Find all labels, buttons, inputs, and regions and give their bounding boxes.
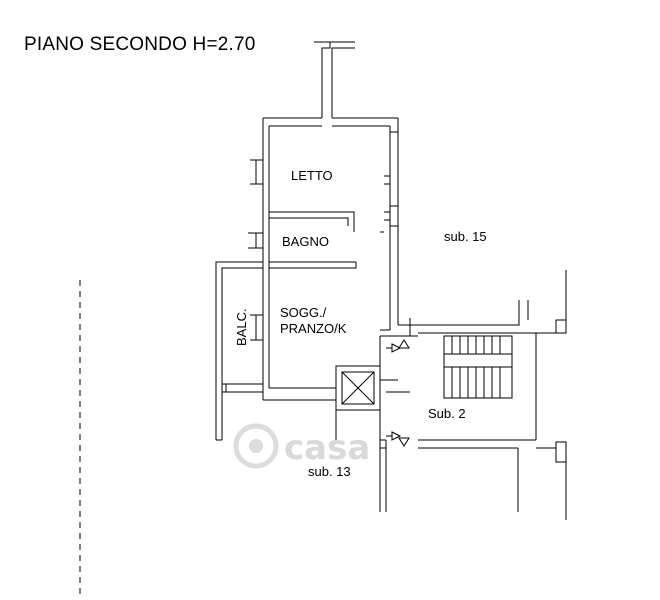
watermark: casa bbox=[233, 423, 370, 469]
partition-walls bbox=[269, 131, 398, 269]
room-label-soggiorno-1: SOGG./ bbox=[280, 305, 327, 320]
unit-label-sub2: Sub. 2 bbox=[428, 406, 466, 421]
watermark-text: casa bbox=[284, 428, 370, 468]
windows bbox=[248, 159, 263, 341]
duct-shaft bbox=[321, 42, 355, 118]
stair-treads-lower bbox=[451, 367, 501, 398]
corridor-walls bbox=[379, 318, 418, 512]
elevator bbox=[335, 365, 410, 440]
unit-label-sub15: sub. 15 bbox=[444, 229, 487, 244]
plan-title: PIANO SECONDO H=2.70 bbox=[24, 34, 256, 55]
triangle-icon bbox=[398, 437, 410, 447]
unit-label-sub13: sub. 13 bbox=[308, 464, 351, 479]
room-label-letto: LETTO bbox=[291, 168, 333, 183]
apartment-walls bbox=[262, 117, 418, 401]
watermark-logo-icon bbox=[233, 423, 279, 469]
stairwell bbox=[418, 270, 567, 520]
triangle-icon bbox=[391, 431, 402, 441]
stair-treads-upper bbox=[451, 336, 501, 354]
watermark-logo-dot bbox=[249, 439, 263, 453]
triangle-icon bbox=[398, 339, 410, 349]
room-label-balcone: BALC. bbox=[234, 308, 249, 346]
room-label-bagno: BAGNO bbox=[282, 234, 329, 249]
balcony bbox=[215, 261, 263, 441]
room-label-soggiorno-2: PRANZO/K bbox=[280, 321, 347, 336]
direction-triangles bbox=[386, 339, 410, 447]
